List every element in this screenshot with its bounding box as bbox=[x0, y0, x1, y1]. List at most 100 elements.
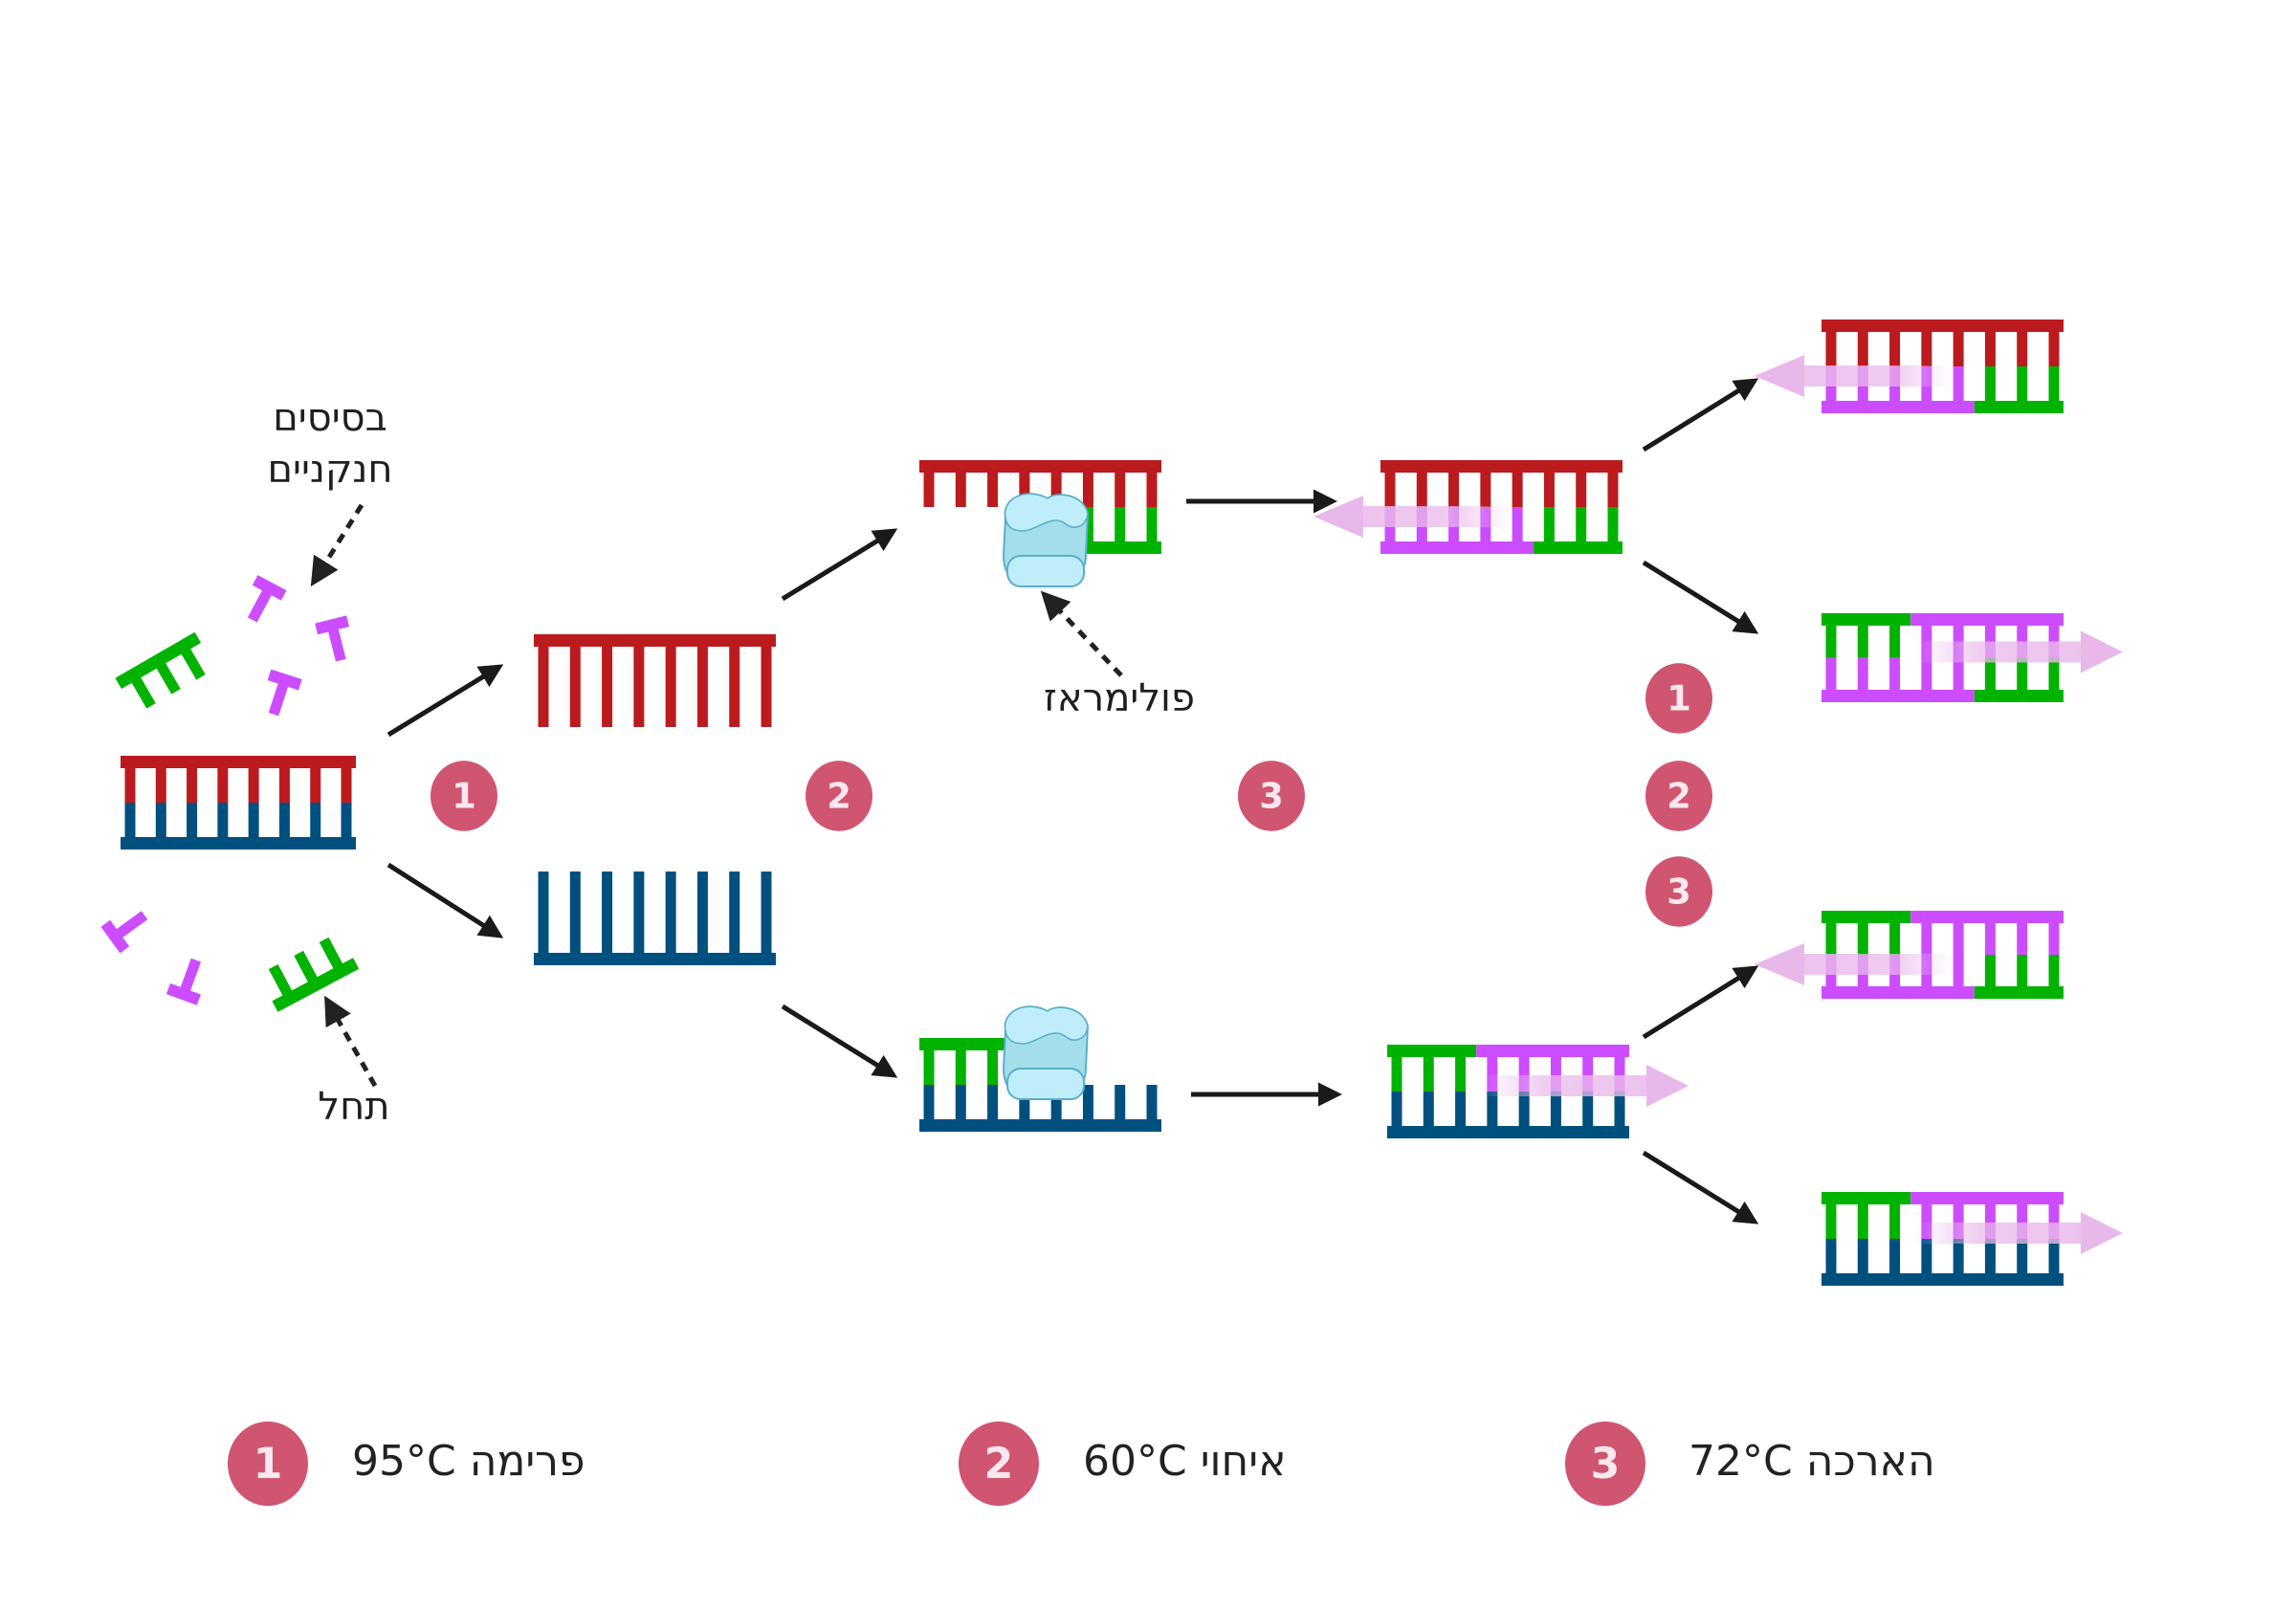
step-badge-circle bbox=[1238, 761, 1305, 831]
base-rung bbox=[1953, 1239, 1964, 1274]
step-badge-number: 1 bbox=[452, 776, 476, 817]
extension-arrow-shaft bbox=[1913, 641, 2083, 663]
backbone-segment bbox=[1821, 1192, 1911, 1204]
base-rung bbox=[665, 872, 676, 954]
base-rung bbox=[2048, 366, 2060, 402]
base-rung bbox=[1146, 507, 1158, 542]
base-rung bbox=[1889, 1203, 1901, 1239]
base-rung bbox=[124, 803, 136, 838]
step-badge-number: 1 bbox=[1667, 678, 1691, 719]
polymerase-icon bbox=[1002, 1005, 1090, 1100]
backbone-segment bbox=[1821, 911, 1911, 923]
backbone-segment bbox=[1974, 986, 2064, 999]
base-rung bbox=[1825, 1203, 1837, 1239]
template-dsdna bbox=[121, 756, 356, 850]
step-badge-circle bbox=[806, 761, 872, 831]
base-rung bbox=[1984, 625, 1996, 658]
base-rung bbox=[602, 872, 613, 954]
base-rung bbox=[310, 803, 321, 838]
cycle2-product-3 bbox=[1755, 911, 2064, 999]
cycle2-product-1 bbox=[1755, 320, 2064, 413]
base-rung bbox=[217, 803, 229, 838]
step-badge-circle bbox=[430, 761, 497, 831]
base-rung bbox=[2048, 657, 2060, 691]
step-badge-number: 2 bbox=[1667, 776, 1691, 817]
base-rung bbox=[1984, 366, 1996, 402]
base-rung bbox=[2017, 331, 2028, 366]
base-rung bbox=[2017, 366, 2028, 402]
base-rung bbox=[1050, 472, 1062, 507]
base-rung bbox=[1953, 922, 1964, 955]
base-rung bbox=[1607, 472, 1619, 507]
extension-arrowhead-left bbox=[1755, 355, 1804, 397]
flow-step-badge-1: 1 bbox=[430, 761, 497, 831]
backbone-segment bbox=[1821, 613, 1911, 626]
backbone-segment bbox=[1380, 460, 1623, 473]
backbone-segment bbox=[919, 1119, 1161, 1132]
base-rung bbox=[923, 472, 935, 507]
flow-arrow bbox=[1642, 1150, 1759, 1225]
base-rung bbox=[1115, 1085, 1126, 1120]
nucleotides-label-line-1: בסיסים bbox=[273, 396, 387, 440]
base-rung bbox=[1512, 472, 1523, 507]
backbone-segment bbox=[121, 837, 356, 850]
base-rung bbox=[341, 767, 352, 803]
step-badge-number: 1 bbox=[254, 1440, 283, 1489]
backbone-segment bbox=[1821, 320, 2064, 332]
base-rung bbox=[1512, 507, 1523, 542]
base-rung bbox=[1146, 1085, 1158, 1120]
base-rung bbox=[955, 1085, 966, 1120]
cycle-step-badge-1: 1 bbox=[1645, 663, 1712, 734]
flow-arrow bbox=[1642, 560, 1759, 634]
base-rung bbox=[665, 646, 676, 727]
extension-arrow-shaft bbox=[1802, 954, 1953, 975]
backbone-segment bbox=[1821, 986, 1975, 999]
flow-step-badge-2: 2 bbox=[806, 761, 872, 831]
base-rung bbox=[1518, 1056, 1530, 1092]
legend-step-badge-3: 3 bbox=[1565, 1421, 1645, 1507]
extension-arrowhead-right bbox=[1646, 1065, 1689, 1107]
base-rung bbox=[2017, 1239, 2028, 1274]
legend-step-2-text: איחוי 60°C bbox=[1083, 1437, 1287, 1486]
flow-arrow bbox=[386, 862, 504, 938]
flow-arrow bbox=[1642, 965, 1759, 1040]
base-rung bbox=[569, 646, 581, 727]
base-rung bbox=[1455, 1092, 1467, 1127]
base-rung bbox=[187, 767, 198, 803]
base-rung bbox=[155, 803, 166, 838]
base-rung bbox=[955, 1049, 966, 1085]
backbone-segment bbox=[1821, 1273, 2064, 1286]
base-rung bbox=[1480, 472, 1491, 507]
cycle2-product-2 bbox=[1821, 613, 2123, 702]
step-badge-circle bbox=[228, 1421, 308, 1507]
backbone-segment bbox=[919, 460, 1161, 473]
base-rung bbox=[1384, 472, 1396, 507]
base-rung bbox=[569, 872, 581, 954]
label-pointer-arrow bbox=[324, 995, 378, 1088]
cycle2-product-4 bbox=[1821, 1192, 2123, 1286]
legend-step-1-text: פרימה 95°C bbox=[352, 1437, 585, 1486]
nucleotides-label: בסיסים חנקניים bbox=[239, 392, 421, 496]
backbone-segment bbox=[1071, 541, 1161, 554]
extension-arrowhead-right bbox=[2081, 1212, 2123, 1254]
extension-arrowhead-right bbox=[2081, 630, 2123, 673]
flow-step-badge-3: 3 bbox=[1238, 761, 1305, 831]
base-rung bbox=[2017, 625, 2028, 658]
base-rung bbox=[1423, 1056, 1434, 1092]
base-rung bbox=[1614, 1092, 1625, 1127]
base-rung bbox=[602, 646, 613, 727]
free-primer bbox=[268, 937, 360, 1012]
backbone-segment bbox=[1821, 401, 1975, 413]
base-rung bbox=[1487, 1056, 1498, 1092]
base-rung bbox=[1448, 472, 1460, 507]
nucleotides-label-line-2: חנקניים bbox=[267, 448, 393, 492]
base-rung bbox=[124, 767, 136, 803]
free-primer bbox=[115, 631, 206, 709]
annealed-top bbox=[919, 460, 1161, 587]
base-rung bbox=[2017, 955, 2028, 987]
extension-arrow-shaft bbox=[1479, 1075, 1648, 1096]
legend-step-badge-2: 2 bbox=[959, 1421, 1039, 1507]
flow-arrow bbox=[781, 1004, 898, 1078]
base-rung bbox=[1416, 472, 1427, 507]
